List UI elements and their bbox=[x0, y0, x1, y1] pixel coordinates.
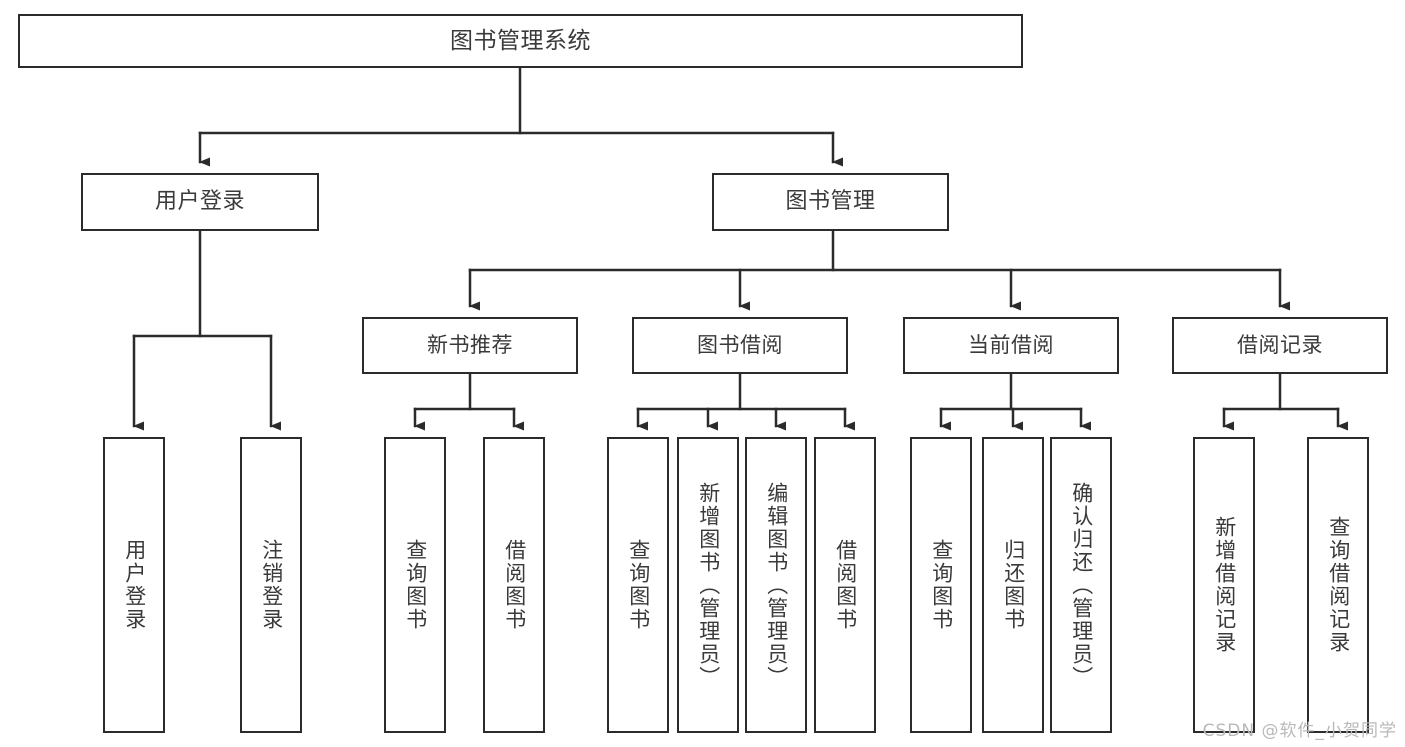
node-leaf-borrow-book-1[interactable]: 借阅图书 bbox=[483, 437, 545, 733]
node-leaf-user-login[interactable]: 用户登录 bbox=[103, 437, 165, 733]
node-user-login[interactable]: 用户登录 bbox=[81, 173, 319, 231]
node-leaf-user-login-label: 用户登录 bbox=[122, 539, 147, 631]
node-user-login-label: 用户登录 bbox=[154, 189, 245, 215]
node-book-borrow-label: 图书借阅 bbox=[697, 333, 783, 358]
node-leaf-user-logout-label: 注销登录 bbox=[259, 539, 284, 631]
node-leaf-query-book-2-label: 查询图书 bbox=[626, 539, 651, 631]
node-leaf-query-record[interactable]: 查询借阅记录 bbox=[1307, 437, 1369, 733]
node-leaf-return-book-label: 归还图书 bbox=[1001, 539, 1026, 631]
node-root[interactable]: 图书管理系统 bbox=[18, 14, 1023, 68]
node-book-manage-label: 图书管理 bbox=[785, 189, 876, 215]
node-current-borrow[interactable]: 当前借阅 bbox=[903, 317, 1119, 374]
node-leaf-query-book-2[interactable]: 查询图书 bbox=[607, 437, 669, 733]
node-leaf-borrow-book-1-label: 借阅图书 bbox=[502, 539, 527, 631]
node-current-borrow-label: 当前借阅 bbox=[968, 333, 1054, 358]
node-root-label: 图书管理系统 bbox=[450, 27, 591, 54]
node-leaf-query-book-1-label: 查询图书 bbox=[403, 539, 428, 631]
node-leaf-return-book[interactable]: 归还图书 bbox=[982, 437, 1044, 733]
node-leaf-query-record-label: 查询借阅记录 bbox=[1326, 516, 1351, 654]
node-leaf-query-book-3-label: 查询图书 bbox=[929, 539, 954, 631]
node-leaf-confirm-return[interactable]: 确认归还（管理员） bbox=[1050, 437, 1112, 733]
node-leaf-edit-book-label: 编辑图书（管理员） bbox=[764, 481, 789, 689]
node-borrow-record[interactable]: 借阅记录 bbox=[1172, 317, 1388, 374]
node-new-book-rec[interactable]: 新书推荐 bbox=[362, 317, 578, 374]
node-leaf-user-logout[interactable]: 注销登录 bbox=[240, 437, 302, 733]
node-new-book-rec-label: 新书推荐 bbox=[427, 333, 513, 358]
node-leaf-add-book-label: 新增图书（管理员） bbox=[696, 481, 721, 689]
node-leaf-add-record-label: 新增借阅记录 bbox=[1212, 516, 1237, 654]
node-leaf-borrow-book-2-label: 借阅图书 bbox=[833, 539, 858, 631]
node-borrow-record-label: 借阅记录 bbox=[1237, 333, 1323, 358]
node-book-manage[interactable]: 图书管理 bbox=[712, 173, 949, 231]
node-leaf-borrow-book-2[interactable]: 借阅图书 bbox=[814, 437, 876, 733]
node-book-borrow[interactable]: 图书借阅 bbox=[632, 317, 848, 374]
node-leaf-edit-book[interactable]: 编辑图书（管理员） bbox=[745, 437, 807, 733]
node-leaf-add-record[interactable]: 新增借阅记录 bbox=[1193, 437, 1255, 733]
node-leaf-query-book-1[interactable]: 查询图书 bbox=[384, 437, 446, 733]
node-leaf-query-book-3[interactable]: 查询图书 bbox=[910, 437, 972, 733]
node-leaf-add-book[interactable]: 新增图书（管理员） bbox=[677, 437, 739, 733]
node-leaf-confirm-return-label: 确认归还（管理员） bbox=[1069, 481, 1094, 689]
